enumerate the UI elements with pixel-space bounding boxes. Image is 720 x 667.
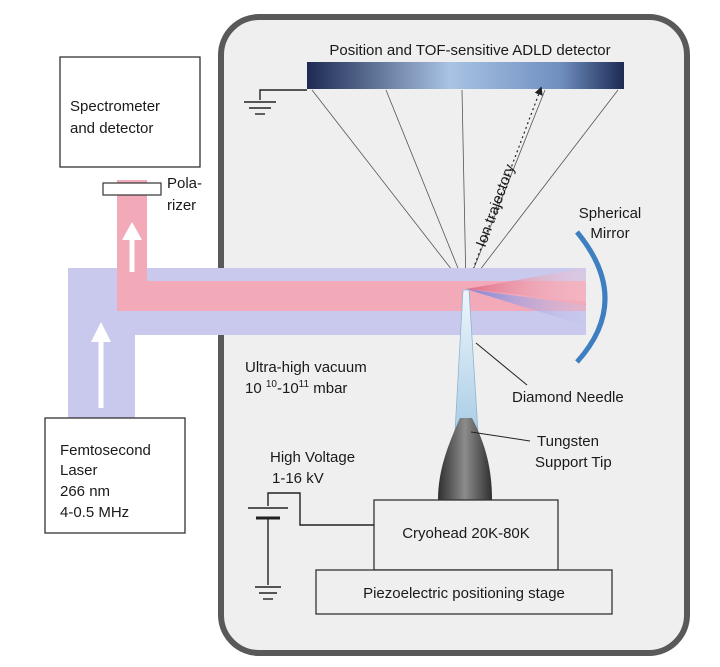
- needle-leader-line: [475, 342, 528, 386]
- spectrometer-label-1: Spectrometer: [70, 98, 160, 115]
- ion-trajectory-arrow: [465, 86, 543, 289]
- polarizer-label-1: Pola-: [167, 175, 202, 192]
- detector-label: Position and TOF-sensitive ADLD detector: [329, 42, 610, 59]
- laser-label-3: 266 nm: [60, 483, 110, 500]
- trajectory-fan: [311, 89, 619, 289]
- laser-label-4: 4-0.5 MHz: [60, 504, 129, 521]
- adld-detector: [307, 62, 624, 89]
- piezo-stage-box: [315, 569, 613, 615]
- tip-leader-line: [470, 431, 531, 442]
- piezo-label: Piezoelectric positioning stage: [363, 585, 565, 602]
- spectrometer-box: [59, 56, 201, 168]
- tungsten-label-2: Support Tip: [535, 454, 612, 471]
- laser-box: [44, 417, 186, 534]
- tungsten-support-tip: [438, 418, 492, 500]
- spherical-mirror: [575, 230, 608, 364]
- polarizer: [102, 182, 162, 196]
- polarizer-label-2: rizer: [167, 197, 196, 214]
- mirror-label-1: Spherical: [579, 205, 642, 222]
- vacuum-label-1: Ultra-high vacuum: [245, 359, 367, 376]
- laser-label-2: Laser: [60, 462, 98, 479]
- hv-label-2: 1-16 kV: [272, 470, 324, 487]
- vacuum-pressure-label: 10 10-1011 mbar: [245, 379, 347, 397]
- up-arrow-icon: [122, 222, 142, 272]
- diamond-needle-label: Diamond Needle: [512, 389, 624, 406]
- hv-circuit: [248, 492, 374, 585]
- reflected-beam-red: [466, 268, 586, 302]
- reflected-beam-blue: [466, 289, 586, 326]
- cryohead-label: Cryohead 20K-80K: [402, 525, 530, 542]
- tungsten-label-1: Tungsten: [537, 433, 599, 450]
- up-arrow-icon: [91, 322, 111, 408]
- mirror-label-2: Mirror: [590, 225, 629, 242]
- hv-ground-icon: [255, 586, 281, 600]
- laser-label-1: Femtosecond: [60, 442, 151, 459]
- detector-ground-icon: [244, 89, 307, 115]
- hv-label-1: High Voltage: [270, 449, 355, 466]
- cryohead-box: [373, 499, 559, 571]
- spectrometer-label-2: and detector: [70, 120, 153, 137]
